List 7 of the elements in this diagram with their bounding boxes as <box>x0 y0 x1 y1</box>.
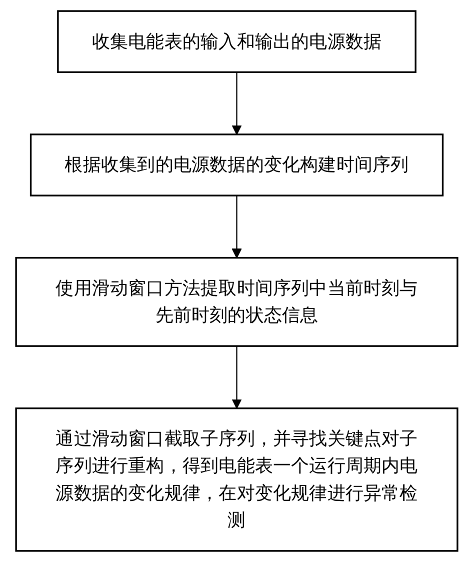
node-box: 根据收集到的电源数据的变化构建时间序列 <box>30 134 444 196</box>
arrow <box>232 72 242 135</box>
arrow <box>232 346 242 409</box>
node-box: 通过滑动窗口截取子序列，并寻找关键点对子序列进行重构，得到电能表一个运行周期内电源数据的变化规律，在对变化规律进行异常检测 <box>15 407 459 552</box>
arrow <box>232 196 242 258</box>
node-box: 使用滑动窗口方法提取时间序列中当前时刻与先前时刻的状态信息 <box>15 256 459 347</box>
node-box: 收集电能表的输入和输出的电源数据 <box>57 10 417 74</box>
